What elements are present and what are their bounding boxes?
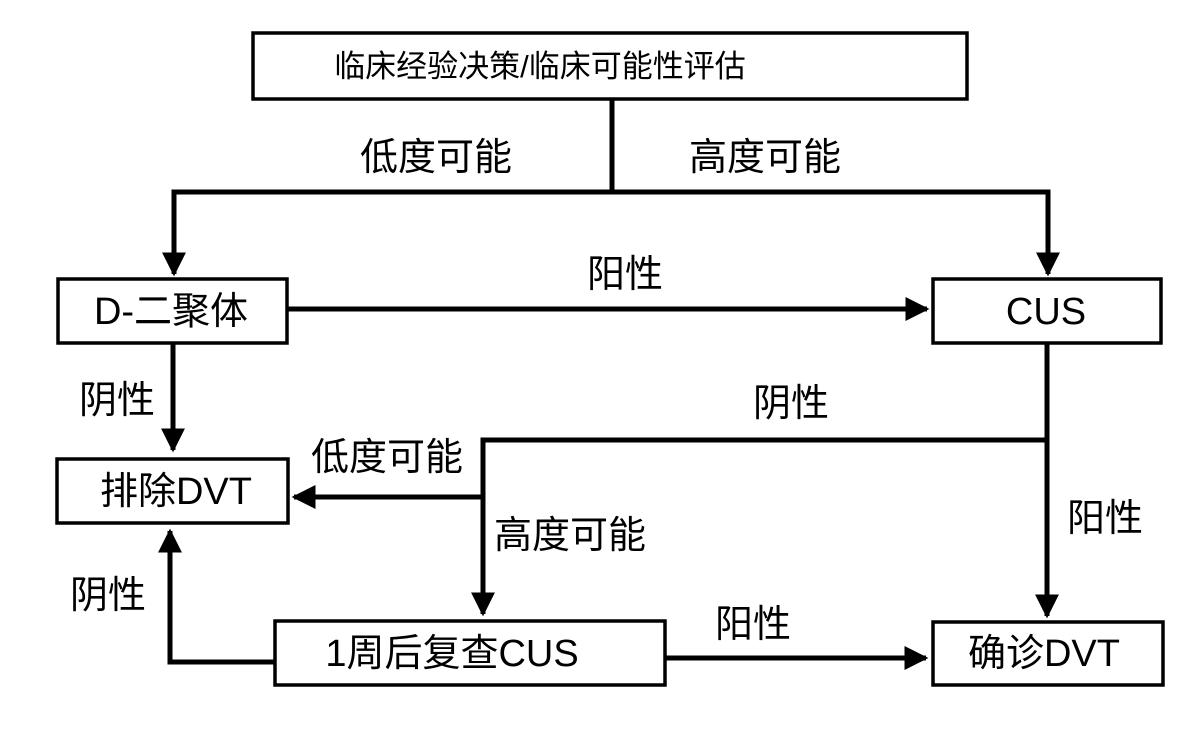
label-cus-positive: 阳性 <box>1067 498 1143 540</box>
label-dimer-positive: 阳性 <box>587 254 663 296</box>
node-d-dimer: D-二聚体 <box>56 277 289 345</box>
node-cus-box <box>931 277 1163 345</box>
arrow-recheck-to-exclude <box>158 528 275 665</box>
node-cus: CUS <box>931 277 1163 345</box>
node-confirm-dvt: 确诊DVT <box>931 620 1165 687</box>
node-exclude-dvt: 排除DVT <box>55 457 290 525</box>
node-confirm-dvt-box <box>931 620 1165 687</box>
node-assessment-box <box>251 31 969 101</box>
node-d-dimer-box <box>56 277 289 345</box>
edge-labels: 低度可能 高度可能 阳性 阴性 阴性 低度可能 高度可能 阳性 阴性 阳性 <box>70 137 1143 646</box>
label-mid-high-probability: 高度可能 <box>494 515 646 557</box>
node-cus-label: CUS <box>1006 291 1086 333</box>
label-top-low-probability: 低度可能 <box>360 137 512 179</box>
nodes: 临床经验决策/临床可能性评估 D-二聚体 CUS 排除DVT 1周后复查CUS <box>55 31 1165 687</box>
label-dimer-negative: 阴性 <box>79 380 155 422</box>
edges <box>158 99 1060 670</box>
node-assessment: 临床经验决策/临床可能性评估 <box>251 31 969 101</box>
node-d-dimer-label: D-二聚体 <box>94 291 248 333</box>
label-top-high-probability: 高度可能 <box>689 137 841 179</box>
node-recheck-cus-label: 1周后复查CUS <box>325 633 578 675</box>
node-recheck-cus-box <box>273 619 667 687</box>
label-mid-low-probability: 低度可能 <box>311 437 463 479</box>
node-recheck-cus: 1周后复查CUS <box>273 619 667 687</box>
label-recheck-negative: 阴性 <box>70 575 146 617</box>
label-cus-negative: 阴性 <box>753 383 829 425</box>
node-confirm-dvt-label: 确诊DVT <box>968 633 1120 675</box>
label-recheck-positive: 阳性 <box>715 604 791 646</box>
node-assessment-label: 临床经验决策/临床可能性评估 <box>334 49 746 84</box>
node-exclude-dvt-label: 排除DVT <box>100 471 252 513</box>
node-exclude-dvt-box <box>55 457 290 525</box>
